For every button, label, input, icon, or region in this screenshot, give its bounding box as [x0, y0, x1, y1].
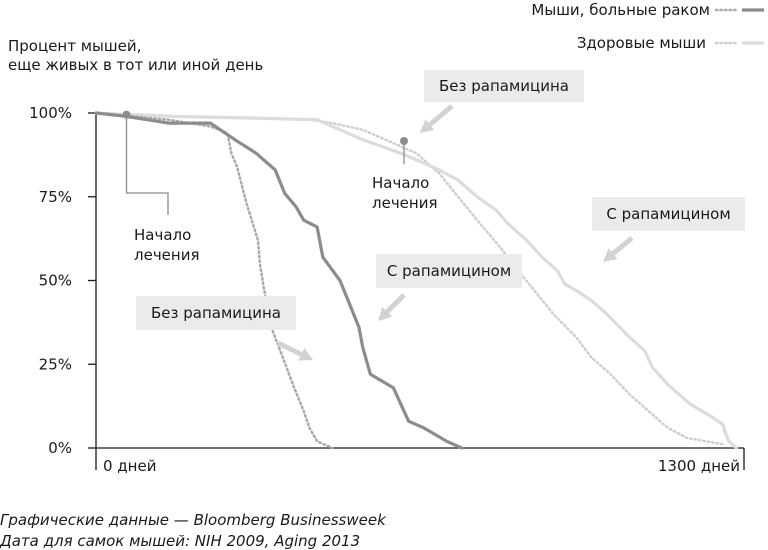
annotation-healthy-no-rapamycin-box: [424, 70, 584, 102]
annotation-cancer-no-rapamycin-label: Без рапамицина: [151, 304, 281, 322]
arrow-healthy-no-rapamycin-shaft: [428, 104, 454, 127]
y-tick-label: 50%: [39, 272, 72, 290]
legend-label-cancer: Мыши, больные раком: [531, 1, 710, 19]
arrow-healthy-no-rapamycin-head: [420, 119, 435, 133]
arrow-healthy-rapamycin-head: [603, 248, 618, 262]
y-tick-label: 100%: [29, 104, 72, 122]
x-tick-label-start: 0 дней: [103, 457, 156, 475]
annotation-treatment-start-cancer-line-1: Начало: [134, 226, 191, 244]
credit-data: Дата для самок мышей: NIH 2009, Aging 20…: [0, 532, 361, 550]
annotation-treatment-start-healthy-line-1: Начало: [372, 174, 429, 192]
annotation-treatment-start-cancer-line-2: лечения: [134, 246, 200, 264]
series-line-healthy-rapamycin: [94, 111, 739, 450]
legend-label-healthy: Здоровые мыши: [577, 34, 706, 52]
x-tick-label-end: 1300 дней: [658, 457, 740, 475]
y-tick-label: 0%: [48, 439, 72, 457]
arrow-cancer-no-rapamycin-shaft: [276, 340, 303, 357]
annotation-healthy-rapamycin-label: С рапамицином: [606, 205, 730, 223]
series-line-cancer-none: [94, 111, 334, 450]
y-axis-title-line-1: Процент мышей,: [8, 37, 141, 55]
y-tick-label: 25%: [39, 355, 72, 373]
annotation-cancer-rapamycin-label: С рапамицином: [387, 262, 511, 280]
annotation-healthy-no-rapamycin-label: Без рапамицина: [439, 77, 569, 95]
arrow-healthy-rapamycin-shaft: [611, 236, 634, 256]
arrow-cancer-rapamycin-shaft: [385, 293, 406, 314]
treatment-start-leader-cancer: [125, 114, 169, 215]
series-line-cancer-rapamycin: [94, 111, 464, 450]
annotation-treatment-start-healthy-line-2: лечения: [372, 194, 438, 212]
y-axis-title-line-2: еще живых в тот или иной день: [8, 56, 263, 74]
credit-source: Графические данные — Bloomberg Businessw…: [0, 511, 386, 529]
annotation-cancer-rapamycin-box: [376, 254, 522, 288]
annotation-cancer-no-rapamycin-box: [136, 296, 296, 330]
y-tick-label: 75%: [39, 188, 72, 206]
arrow-cancer-rapamycin-head: [378, 306, 393, 321]
annotation-healthy-rapamycin-box: [592, 197, 745, 231]
arrow-cancer-no-rapamycin-head: [298, 348, 313, 361]
